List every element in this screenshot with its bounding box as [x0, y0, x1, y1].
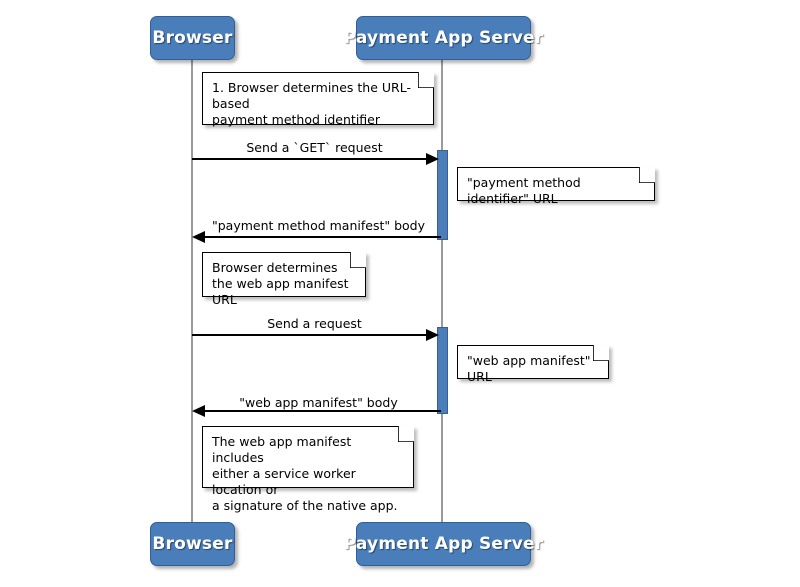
participant-browser-bottom-label: Browser — [152, 534, 233, 554]
participant-payment-app-server-top-label: Payment App Server — [343, 28, 544, 48]
note-text: "payment method identifier" URL — [467, 175, 581, 206]
note-text: "web app manifest" URL — [467, 353, 591, 384]
participant-payment-app-server-bottom[interactable]: Payment App Server — [344, 522, 543, 566]
activation-bar-server-1 — [437, 150, 448, 240]
note-web-app-manifest-includes: The web app manifest includes either a s… — [202, 426, 414, 513]
lifeline-browser — [191, 60, 193, 522]
message-web-app-manifest-body-line — [196, 410, 441, 412]
participant-browser-top-label: Browser — [152, 28, 233, 48]
note-text: 1. Browser determines the URL-based paym… — [212, 80, 411, 127]
message-payment-method-manifest-body-label: "payment method manifest" body — [211, 218, 426, 233]
participant-browser-bottom[interactable]: Browser — [150, 522, 235, 566]
note-browser-determines-web-app-manifest-url: Browser determines the web app manifest … — [202, 252, 366, 307]
message-web-app-manifest-body-label: "web app manifest" body — [239, 395, 398, 410]
message-send-a-request-label: Send a request — [267, 316, 362, 331]
message-send-get-request-label: Send a `GET` request — [246, 140, 383, 155]
participant-payment-app-server-bottom-label: Payment App Server — [343, 534, 544, 554]
note-payment-method-identifier-url: "payment method identifier" URL — [457, 167, 655, 206]
note-web-app-manifest-url: "web app manifest" URL — [457, 345, 609, 384]
message-send-a-request-arrowhead — [426, 329, 439, 341]
message-send-get-request-arrowhead — [426, 153, 439, 165]
message-payment-method-manifest-body-arrowhead — [192, 231, 205, 243]
note-text: The web app manifest includes either a s… — [212, 434, 398, 513]
message-send-a-request-line — [192, 334, 429, 336]
participant-browser-top[interactable]: Browser — [150, 16, 235, 60]
note-text: Browser determines the web app manifest … — [212, 260, 349, 307]
message-payment-method-manifest-body-line — [196, 236, 441, 238]
participant-payment-app-server-top[interactable]: Payment App Server — [344, 16, 543, 60]
message-web-app-manifest-body-arrowhead — [192, 405, 205, 417]
activation-bar-server-2 — [437, 327, 448, 414]
message-send-get-request-line — [192, 158, 429, 160]
lifeline-payment-app-server — [441, 60, 443, 522]
note-browser-determines-identifier: 1. Browser determines the URL-based paym… — [202, 72, 434, 127]
